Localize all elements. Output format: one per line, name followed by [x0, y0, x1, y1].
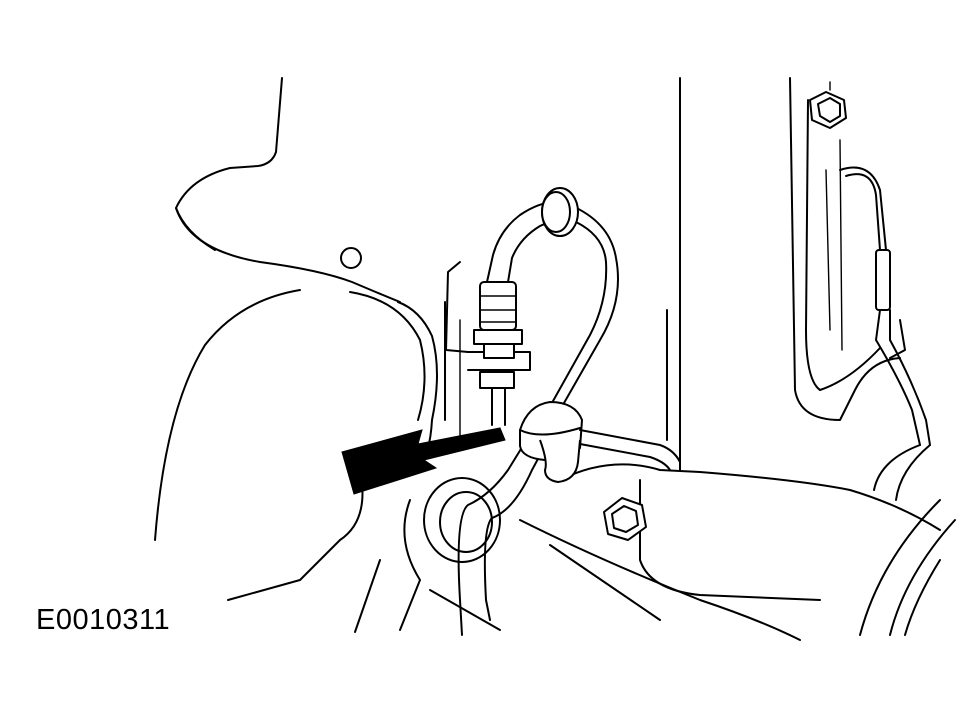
- sensor-wire: [839, 166, 931, 501]
- callout-arrow: [341, 427, 506, 495]
- hose-grommet: [457, 401, 681, 636]
- hose-fitting: [445, 261, 531, 426]
- steering-knuckle: [519, 463, 956, 641]
- splash-shield: [154, 77, 426, 541]
- brake-hose: [486, 187, 619, 411]
- mounting-bracket: [789, 77, 901, 421]
- figure-caption: E0010311: [36, 604, 171, 636]
